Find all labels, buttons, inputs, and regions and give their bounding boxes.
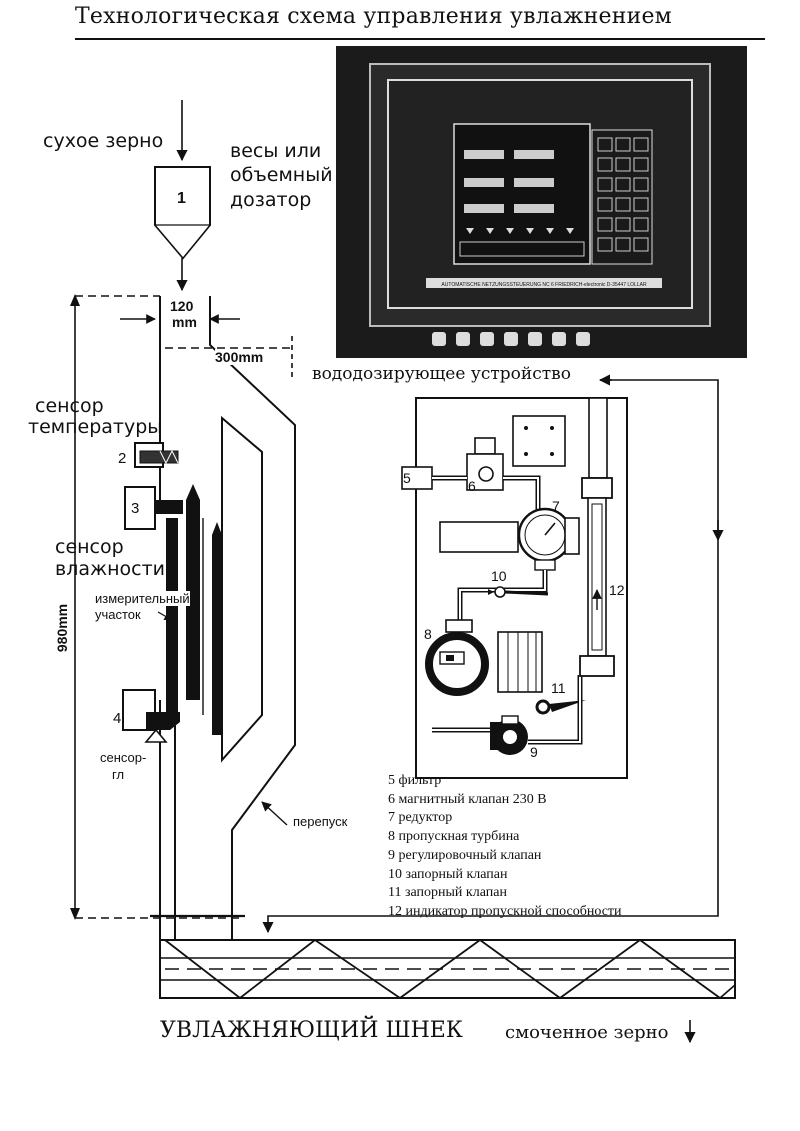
label-temp-sensor-2: температуры bbox=[28, 416, 163, 438]
shutoff-valve-10 bbox=[494, 586, 506, 598]
label-n5: 5 bbox=[403, 470, 411, 486]
auger-housing bbox=[159, 939, 736, 999]
label-num-3: 3 bbox=[131, 500, 140, 517]
label-measuring-2: участок bbox=[95, 607, 141, 622]
legend-item: 10 запорный клапан bbox=[388, 866, 508, 882]
title-rule bbox=[75, 38, 765, 40]
label-scale-3: дозатор bbox=[230, 189, 312, 211]
label-dosing-unit: вододозирующее устройство bbox=[312, 364, 571, 384]
label-n8: 8 bbox=[424, 626, 432, 642]
flow-indicator-12 bbox=[587, 497, 607, 657]
label-auger: УВЛАЖНЯЮЩИЙ ШНЕК bbox=[160, 1018, 463, 1043]
label-980mm: 980mm bbox=[54, 603, 71, 653]
label-n12: 12 bbox=[609, 582, 625, 598]
label-300mm: 300mm bbox=[215, 349, 264, 365]
label-num-4: 4 bbox=[113, 710, 122, 727]
label-num-2: 2 bbox=[118, 450, 127, 467]
legend-item: 7 редуктор bbox=[388, 810, 453, 826]
bypass-insert bbox=[221, 415, 263, 763]
label-n10: 10 bbox=[491, 568, 507, 584]
component-legend: 5 фильтр 6 магнитный клапан 230 В 7 реду… bbox=[388, 772, 622, 922]
duct-right-wall bbox=[209, 296, 296, 940]
legend-item: 6 магнитный клапан 230 В bbox=[388, 791, 547, 807]
label-box-1: 1 bbox=[177, 190, 186, 207]
solenoid-valve-6 bbox=[466, 453, 504, 491]
label-wet-grain: смоченное зерно bbox=[505, 1022, 669, 1043]
legend-item: 8 пропускная турбина bbox=[388, 829, 520, 845]
legend-item: 5 фильтр bbox=[388, 773, 442, 788]
shutoff-valve-11 bbox=[535, 699, 551, 715]
label-n6: 6 bbox=[468, 478, 476, 494]
label-bypass: перепуск bbox=[293, 814, 348, 829]
label-dry-grain: сухое зерно bbox=[43, 130, 164, 152]
label-moisture-sensor-1: сенсор bbox=[55, 536, 124, 558]
label-n7: 7 bbox=[552, 498, 560, 514]
label-scale-2: объемный bbox=[230, 164, 333, 186]
label-sensor-gl-2: гл bbox=[112, 767, 125, 782]
label-n11: 11 bbox=[551, 680, 566, 696]
control-panel-photo: AUTOMATISCHE NETZUNGSSTEUERUNG NC 6 FRIE… bbox=[336, 46, 747, 358]
water-feed-pipe bbox=[262, 379, 719, 934]
legend-item: 11 запорный клапан bbox=[388, 885, 507, 901]
page-title: Технологическая схема управления увлажне… bbox=[75, 4, 672, 29]
label-sensor-gl-1: сенсор- bbox=[100, 750, 147, 765]
label-scale-1: весы или bbox=[230, 140, 322, 162]
panel-caption: AUTOMATISCHE NETZUNGSSTEUERUNG NC 6 FRIE… bbox=[441, 282, 647, 288]
moisture-sensor-box bbox=[124, 486, 156, 530]
label-measuring-1: измерительный bbox=[95, 591, 190, 606]
auger-flight bbox=[164, 938, 721, 1000]
label-120: 120 bbox=[170, 298, 194, 314]
legend-item: 9 регулировочный клапан bbox=[388, 847, 542, 863]
label-temp-sensor-1: сенсор bbox=[35, 395, 104, 417]
label-120-mm: mm bbox=[172, 314, 197, 330]
label-moisture-sensor-2: влажности bbox=[55, 558, 166, 580]
label-n9: 9 bbox=[530, 744, 538, 760]
legend-item: 12 индикатор пропускной способности bbox=[388, 903, 622, 919]
